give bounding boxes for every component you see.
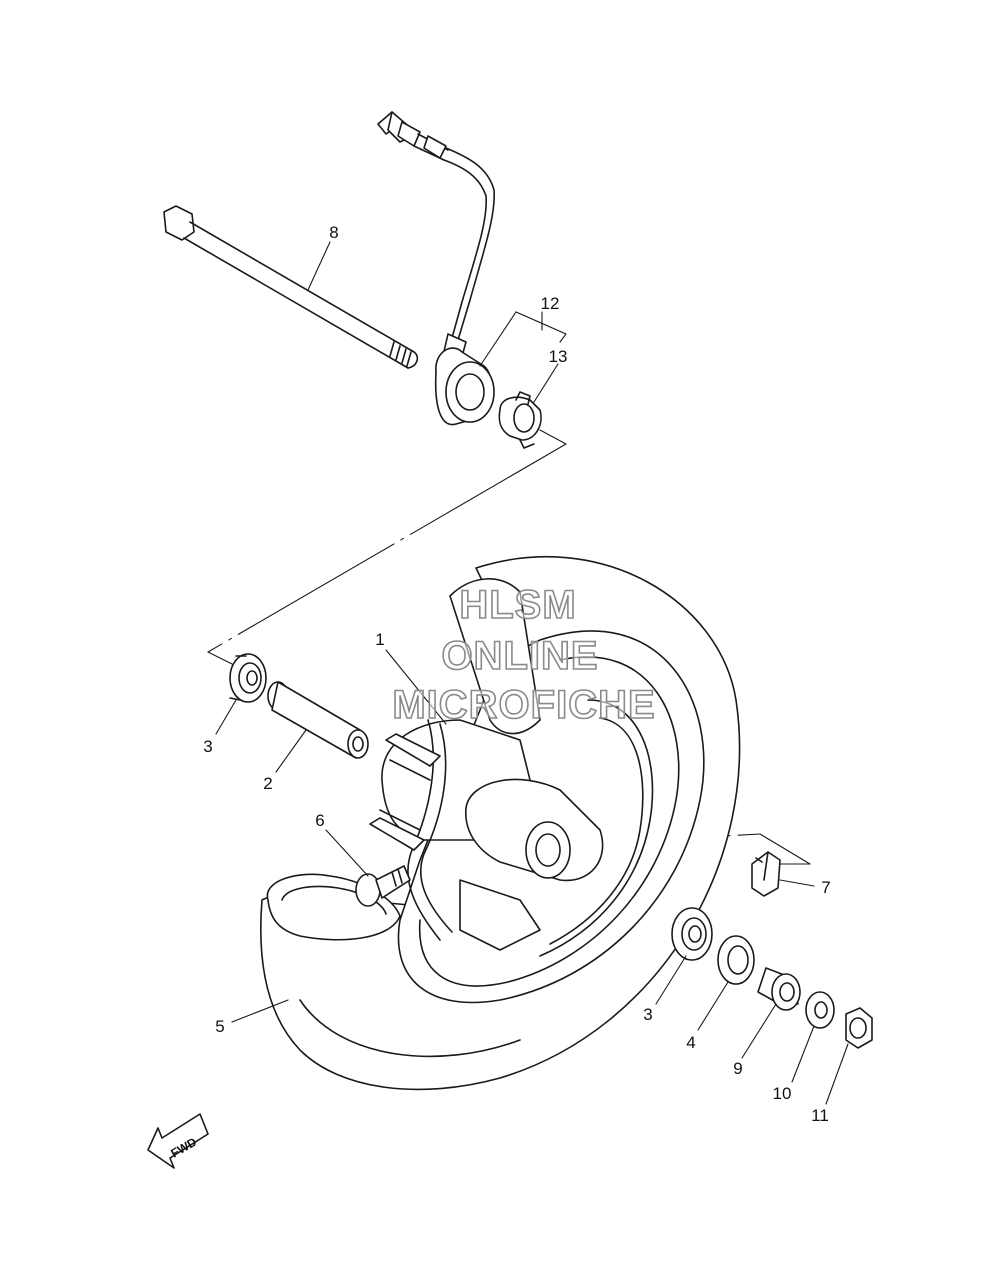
callout-10: 10	[773, 1084, 792, 1103]
callout-11: 11	[811, 1106, 829, 1125]
oil-seal[interactable]	[717, 935, 755, 985]
wheel-hub-bore	[525, 821, 571, 879]
callout-8: 8	[329, 223, 338, 242]
callout-labels: 1 2 3 3 4 5 6 7 8 9 10 11 12 13	[203, 223, 830, 1125]
watermark-line-1: HLSM	[459, 583, 576, 627]
callout-13: 13	[549, 347, 568, 366]
callout-2: 2	[263, 774, 272, 793]
callout-3-right: 3	[643, 1005, 652, 1024]
speedometer-clutch[interactable]	[498, 391, 542, 449]
watermark-line-2: ONLINE	[441, 634, 598, 678]
callout-1: 1	[375, 630, 384, 649]
callout-5: 5	[215, 1017, 224, 1036]
axle-nut[interactable]	[845, 1007, 873, 1049]
fwd-direction-arrow: FWD	[147, 1113, 209, 1169]
washer[interactable]	[805, 991, 835, 1029]
collar[interactable]	[267, 681, 369, 759]
balance-weight[interactable]	[751, 851, 781, 897]
watermark: HLSM ONLINE MICROFICHE	[392, 582, 656, 728]
callout-6: 6	[315, 811, 324, 830]
callout-3-left: 3	[203, 737, 212, 756]
callout-9: 9	[733, 1059, 742, 1078]
speedometer-cable[interactable]	[377, 111, 496, 393]
bearing-left[interactable]	[229, 653, 267, 703]
bearing-right[interactable]	[671, 907, 713, 961]
watermark-line-3: MICROFICHE	[392, 683, 655, 727]
callout-7: 7	[821, 878, 830, 897]
callout-4: 4	[686, 1033, 695, 1052]
callout-leaders	[215, 241, 849, 1105]
front-axle[interactable]	[163, 205, 419, 369]
speedometer-gear-unit[interactable]	[434, 347, 495, 426]
spacer[interactable]	[757, 967, 801, 1011]
callout-12: 12	[541, 294, 560, 313]
tire-valve[interactable]	[355, 865, 411, 907]
